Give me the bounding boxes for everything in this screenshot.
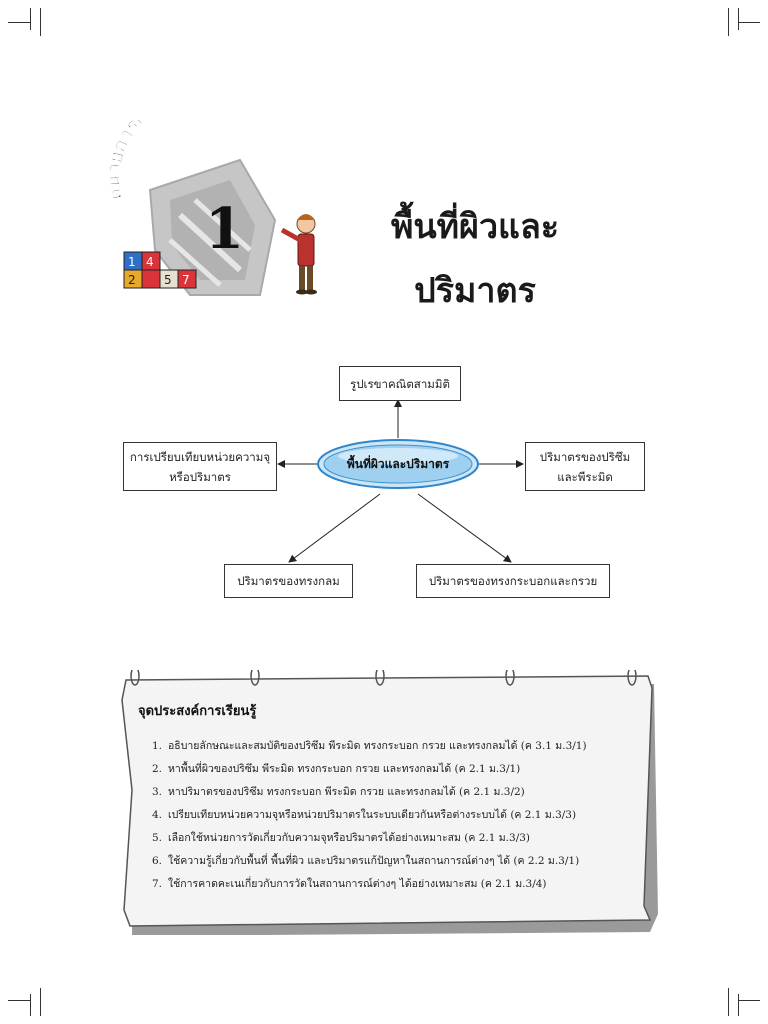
concept-node-left-line2: หรือปริมาตร xyxy=(169,469,231,484)
objective-item: 3.หาปริมาตรของปริซึม ทรงกระบอก พีระมิด ก… xyxy=(152,786,525,798)
concept-map-connectors xyxy=(277,399,524,563)
concept-node-right-line1: ปริมาตรของปริซึม xyxy=(539,449,631,464)
torn-paper-icon xyxy=(121,670,658,935)
objective-item: 5.เลือกใช้หน่วยการวัดเกี่ยวกับความจุหรือ… xyxy=(152,832,531,844)
objective-item: 4.เปรียบเทียบหน่วยความจุหรือหน่วยปริมาตร… xyxy=(152,809,577,821)
chapter-title-line1: พื้นที่ผิวและ xyxy=(390,207,560,247)
objectives-content: จุดประสงค์การเรียนรู้ 1.อธิบายลักษณะและส… xyxy=(138,700,648,896)
svg-text:2: 2 xyxy=(128,273,136,287)
concept-node-bottom-left: ปริมาตรของทรงกลม xyxy=(224,564,353,598)
concept-node-left: การเปรียบเทียบหน่วยความจุ หรือปริมาตร xyxy=(123,442,277,491)
objectives-list: 1.อธิบายลักษณะและสมบัติของปริซึม พีระมิด… xyxy=(138,735,648,896)
objectives-heading: จุดประสงค์การเรียนรู้ xyxy=(138,704,257,719)
svg-text:1: 1 xyxy=(128,255,136,269)
concept-node-bottom-right-label: ปริมาตรของทรงกระบอกและกรวย xyxy=(428,574,598,588)
objective-item: 6.ใช้ความรู้เกี่ยวกับพื้นที่ พื้นที่ผิว … xyxy=(152,855,580,867)
chapter-title: พื้นที่ผิวและ ปริมาตร xyxy=(360,195,590,323)
concept-node-top: รูปเรขาคณิตสามมิติ xyxy=(339,366,461,401)
concept-node-right-line2: และพีระมิด xyxy=(557,469,613,484)
gray-shape-icon xyxy=(148,158,277,296)
concept-node-right: ปริมาตรของปริซึม และพีระมิด xyxy=(525,442,645,491)
objective-item: 1.อธิบายลักษณะและสมบัติของปริซึม พีระมิด… xyxy=(152,740,587,752)
concept-node-bottom-left-label: ปริมาตรของทรงกลม xyxy=(237,574,340,588)
boy-figure-icon xyxy=(280,214,317,295)
number-blocks-icon: 1 4 2 5 7 xyxy=(123,251,197,289)
chapter-number: 1 xyxy=(205,196,244,262)
concept-node-left-line1: การเปรียบเทียบหน่วยความจุ xyxy=(129,449,271,464)
spiral-rings-icon xyxy=(130,670,637,686)
chapter-title-line2: ปริมาตร xyxy=(414,271,536,311)
concept-center-node: พื้นที่ผิวและปริมาตร xyxy=(346,456,450,471)
svg-text:7: 7 xyxy=(182,273,190,287)
objective-item: 2.หาพื้นที่ผิวของปริซึม พีระมิด ทรงกระบอ… xyxy=(152,763,521,775)
chapter-illustration: หน่วยการเรียนรู้ที่ 1 1 4 2 5 7 xyxy=(102,79,330,310)
svg-text:4: 4 xyxy=(146,255,154,269)
svg-text:5: 5 xyxy=(164,273,172,287)
objective-item: 7.ใช้การคาดคะเนเกี่ยวกับการวัดในสถานการณ… xyxy=(152,878,547,890)
concept-node-bottom-right: ปริมาตรของทรงกระบอกและกรวย xyxy=(416,564,610,598)
objectives-note: จุดประสงค์การเรียนรู้ 1.อธิบายลักษณะและส… xyxy=(120,670,660,935)
concept-node-top-label: รูปเรขาคณิตสามมิติ xyxy=(350,376,450,391)
